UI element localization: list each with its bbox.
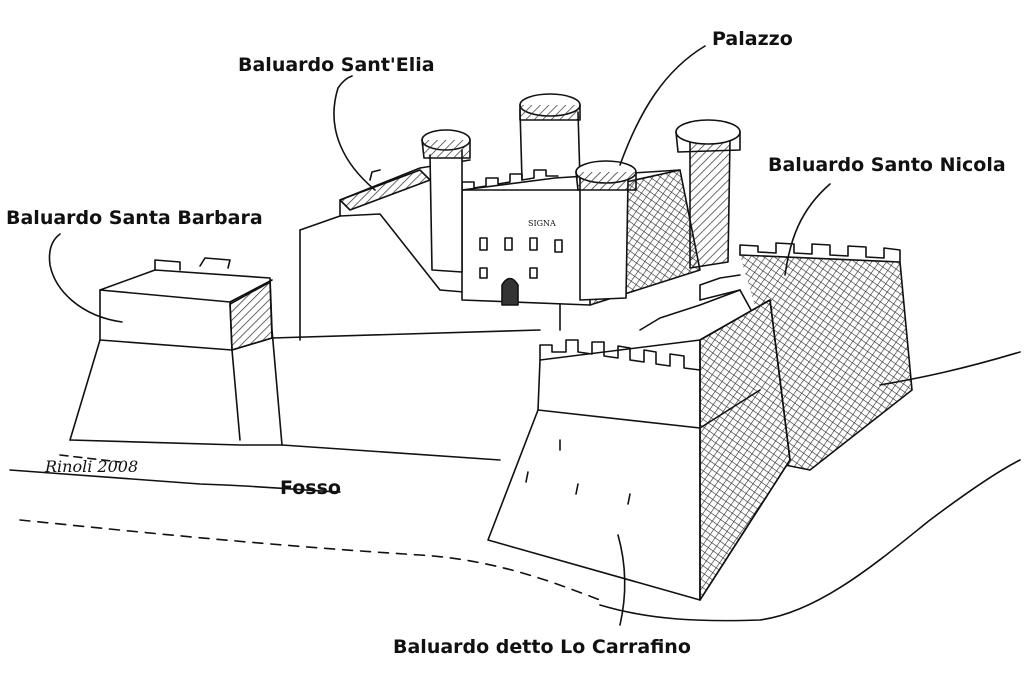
label-baluardo-santa-barbara: Baluardo Santa Barbara [6, 207, 263, 229]
svg-text:SIGNA: SIGNA [528, 219, 556, 228]
label-fosso: Fosso [280, 477, 341, 499]
label-palazzo: Palazzo [712, 28, 793, 50]
label-baluardo-sant-elia: Baluardo Sant'Elia [238, 54, 435, 76]
label-baluardo-lo-carrafino: Baluardo detto Lo Carrafino [393, 636, 691, 658]
artist-signature: Rinoli 2008 [44, 457, 138, 476]
label-baluardo-santo-nicola: Baluardo Santo Nicola [768, 154, 1006, 176]
